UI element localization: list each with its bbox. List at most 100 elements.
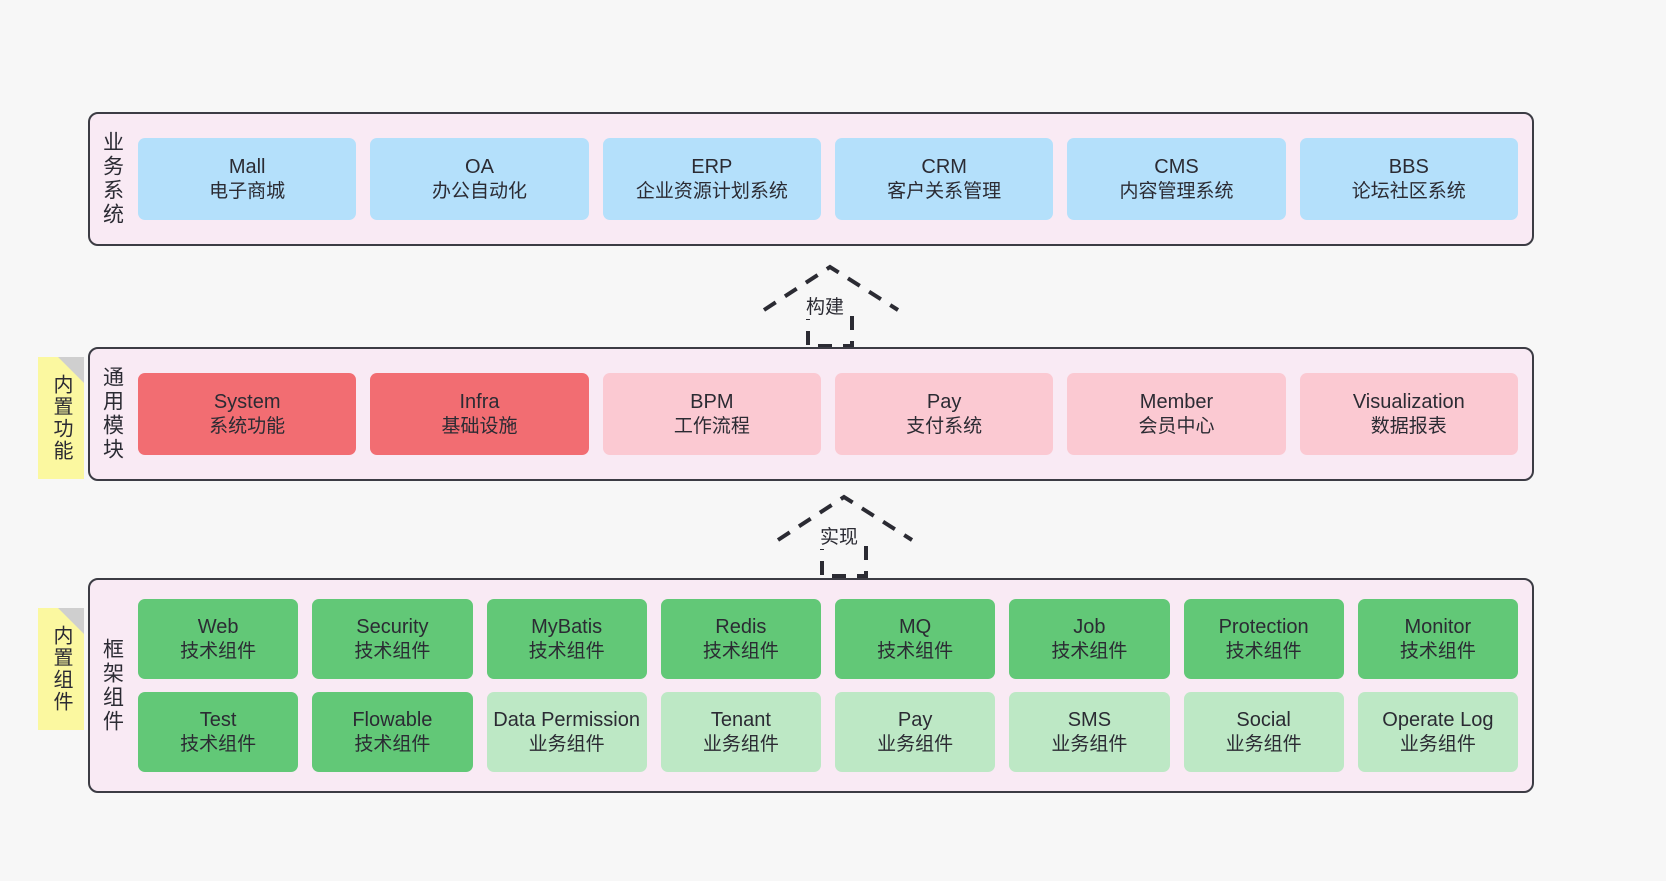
layer-title-module: 通用模块 bbox=[100, 366, 124, 462]
card-erp[interactable]: ERP 企业资源计划系统 bbox=[602, 138, 821, 220]
card-subtitle: 技术组件 bbox=[528, 640, 605, 662]
card-subtitle: 技术组件 bbox=[354, 640, 431, 662]
card-job[interactable]: Job 技术组件 bbox=[1009, 599, 1170, 679]
card-title: Social bbox=[1236, 708, 1291, 731]
card-title: Pay bbox=[926, 390, 962, 413]
card-member[interactable]: Member 会员中心 bbox=[1067, 373, 1286, 455]
card-tenant[interactable]: Tenant 业务组件 bbox=[660, 692, 821, 772]
card-title: CMS bbox=[1154, 155, 1199, 178]
card-title: BBS bbox=[1388, 155, 1429, 178]
card-mall[interactable]: Mall 电子商城 bbox=[138, 138, 357, 220]
note-label: 内置组件 bbox=[50, 625, 72, 713]
card-subtitle: 企业资源计划系统 bbox=[635, 180, 788, 202]
note-fold-corner-icon bbox=[58, 608, 84, 634]
card-subtitle: 电子商城 bbox=[209, 180, 286, 202]
card-bbs[interactable]: BBS 论坛社区系统 bbox=[1299, 138, 1518, 220]
card-title: Redis bbox=[715, 615, 767, 638]
card-visualization[interactable]: Visualization 数据报表 bbox=[1299, 373, 1518, 455]
layer-business-system: 业务系统 Mall 电子商城 OA 办公自动化 ERP 企业资源计划系统 CRM… bbox=[88, 112, 1534, 246]
arrow-build-label: 构建 bbox=[803, 292, 848, 319]
card-mybatis[interactable]: MyBatis 技术组件 bbox=[486, 599, 647, 679]
card-title: Visualization bbox=[1352, 390, 1465, 413]
card-subtitle: 技术组件 bbox=[180, 733, 257, 755]
card-subtitle: 论坛社区系统 bbox=[1351, 180, 1466, 202]
card-subtitle: 技术组件 bbox=[354, 733, 431, 755]
card-test[interactable]: Test 技术组件 bbox=[138, 692, 299, 772]
card-title: Protection bbox=[1218, 615, 1309, 638]
card-subtitle: 基础设施 bbox=[441, 415, 518, 437]
layer-common-module: 通用模块 System 系统功能 Infra 基础设施 BPM 工作流程 Pay… bbox=[88, 347, 1534, 481]
card-redis[interactable]: Redis 技术组件 bbox=[660, 599, 821, 679]
card-subtitle: 内容管理系统 bbox=[1119, 180, 1234, 202]
arrow-build: 构建 bbox=[756, 262, 906, 348]
card-title: Flowable bbox=[352, 708, 433, 731]
card-title: Data Permission bbox=[493, 708, 640, 731]
card-monitor[interactable]: Monitor 技术组件 bbox=[1357, 599, 1518, 679]
card-title: Pay bbox=[897, 708, 933, 731]
card-pay-component[interactable]: Pay 业务组件 bbox=[835, 692, 996, 772]
arrow-implement: 实现 bbox=[770, 492, 920, 578]
card-subtitle: 技术组件 bbox=[180, 640, 257, 662]
card-security[interactable]: Security 技术组件 bbox=[312, 599, 473, 679]
note-builtin-function: 内置功能 bbox=[38, 357, 84, 479]
card-oa[interactable]: OA 办公自动化 bbox=[370, 138, 589, 220]
card-subtitle: 业务组件 bbox=[1399, 733, 1476, 755]
card-subtitle: 业务组件 bbox=[528, 733, 605, 755]
card-title: SMS bbox=[1067, 708, 1112, 731]
card-title: MQ bbox=[899, 615, 932, 638]
card-protection[interactable]: Protection 技术组件 bbox=[1183, 599, 1344, 679]
card-title: Tenant bbox=[710, 708, 771, 731]
card-title: ERP bbox=[691, 155, 733, 178]
card-title: BPM bbox=[690, 390, 734, 413]
card-subtitle: 技术组件 bbox=[1051, 640, 1128, 662]
card-subtitle: 客户关系管理 bbox=[887, 180, 1002, 202]
card-title: Monitor bbox=[1404, 615, 1472, 638]
framework-row-business: Test 技术组件 Flowable 技术组件 Data Permission … bbox=[138, 692, 1518, 772]
card-title: Test bbox=[199, 708, 237, 731]
card-infra[interactable]: Infra 基础设施 bbox=[370, 373, 589, 455]
layer-body-framework: Web 技术组件 Security 技术组件 MyBatis 技术组件 Redi… bbox=[134, 580, 1532, 791]
card-title: Web bbox=[197, 615, 239, 638]
card-subtitle: 业务组件 bbox=[1225, 733, 1302, 755]
card-mq[interactable]: MQ 技术组件 bbox=[835, 599, 996, 679]
note-fold-corner-icon bbox=[58, 357, 84, 383]
card-subtitle: 技术组件 bbox=[702, 640, 779, 662]
layer-body-business: Mall 电子商城 OA 办公自动化 ERP 企业资源计划系统 CRM 客户关系… bbox=[134, 114, 1532, 244]
card-title: CRM bbox=[921, 155, 967, 178]
card-title: Infra bbox=[459, 390, 500, 413]
card-title: Operate Log bbox=[1382, 708, 1494, 731]
card-subtitle: 系统功能 bbox=[209, 415, 286, 437]
note-label: 内置功能 bbox=[50, 374, 72, 462]
card-subtitle: 会员中心 bbox=[1138, 415, 1215, 437]
card-data-permission[interactable]: Data Permission 业务组件 bbox=[486, 692, 647, 772]
card-sms[interactable]: SMS 业务组件 bbox=[1009, 692, 1170, 772]
layer-body-module: System 系统功能 Infra 基础设施 BPM 工作流程 Pay 支付系统… bbox=[134, 349, 1532, 479]
card-flowable[interactable]: Flowable 技术组件 bbox=[312, 692, 473, 772]
layer-framework-component: 框架组件 Web 技术组件 Security 技术组件 MyBatis 技术组件… bbox=[88, 578, 1534, 793]
card-title: Job bbox=[1073, 615, 1106, 638]
card-subtitle: 技术组件 bbox=[1399, 640, 1476, 662]
card-crm[interactable]: CRM 客户关系管理 bbox=[834, 138, 1054, 220]
card-subtitle: 办公自动化 bbox=[431, 180, 527, 202]
card-subtitle: 业务组件 bbox=[877, 733, 954, 755]
card-title: OA bbox=[465, 155, 494, 178]
card-title: Member bbox=[1139, 390, 1214, 413]
layer-title-business: 业务系统 bbox=[100, 131, 124, 227]
card-title: System bbox=[213, 390, 281, 413]
card-system[interactable]: System 系统功能 bbox=[138, 373, 357, 455]
card-subtitle: 数据报表 bbox=[1370, 415, 1447, 437]
card-operate-log[interactable]: Operate Log 业务组件 bbox=[1357, 692, 1518, 772]
card-pay-module[interactable]: Pay 支付系统 bbox=[834, 373, 1054, 455]
card-cms[interactable]: CMS 内容管理系统 bbox=[1067, 138, 1286, 220]
card-subtitle: 支付系统 bbox=[906, 415, 983, 437]
card-subtitle: 业务组件 bbox=[702, 733, 779, 755]
card-subtitle: 业务组件 bbox=[1051, 733, 1128, 755]
card-social[interactable]: Social 业务组件 bbox=[1183, 692, 1344, 772]
card-subtitle: 技术组件 bbox=[1225, 640, 1302, 662]
framework-row-technical: Web 技术组件 Security 技术组件 MyBatis 技术组件 Redi… bbox=[138, 599, 1518, 679]
arrow-implement-label: 实现 bbox=[817, 522, 862, 549]
card-subtitle: 技术组件 bbox=[877, 640, 954, 662]
card-web[interactable]: Web 技术组件 bbox=[138, 599, 299, 679]
card-bpm[interactable]: BPM 工作流程 bbox=[602, 373, 821, 455]
